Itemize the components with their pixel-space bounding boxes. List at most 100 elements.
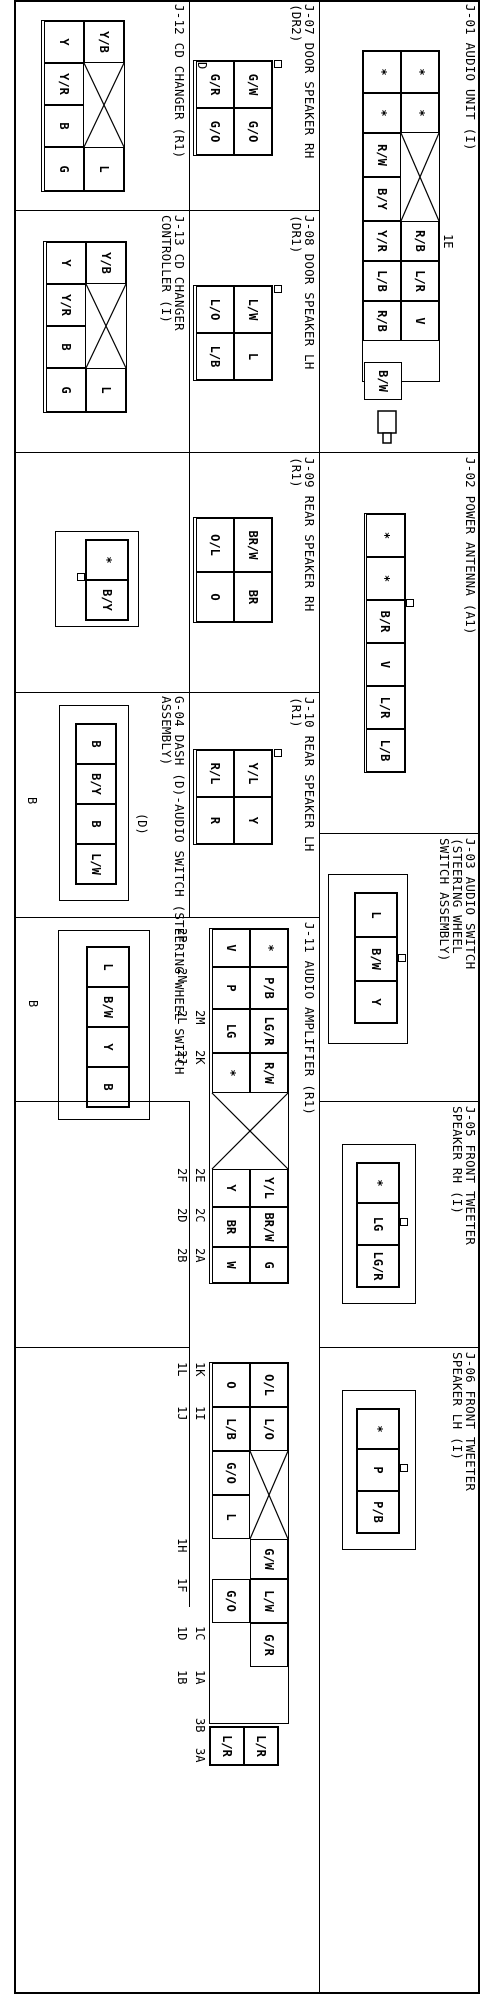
pin: Y [46, 242, 86, 284]
pin: L [86, 368, 126, 412]
connector-j06-inner: * P P/B [356, 1408, 400, 1534]
pin: B/R [366, 600, 405, 643]
pin: R/B [363, 301, 401, 341]
pin: L/R [210, 1727, 244, 1765]
terminal-label: B [25, 797, 39, 805]
pin: L [234, 333, 272, 380]
title-j03: J-03 AUDIO SWITCH (STEERING WHEEL SWITCH… [437, 838, 478, 970]
cell-j12: J-12 CD CHANGER (R1) Y/B Y Y/R B G L [14, 0, 190, 210]
pin: L/O [196, 286, 234, 333]
title-j06: J-06 FRONT TWEETER SPEAKER LH (I) [450, 1352, 478, 1492]
connector-key [400, 1464, 408, 1472]
pin: G/O [196, 108, 234, 155]
pin: BR/W [234, 518, 272, 572]
pin: * [366, 514, 405, 557]
connector-j07: G/W G/R G/O G/O [193, 60, 273, 156]
pin: BR/W [250, 1207, 288, 1247]
pin: * [363, 51, 401, 93]
terminal-label: 1K [193, 1362, 207, 1377]
title-j02: J-02 POWER ANTENNA (A1) [463, 457, 478, 635]
pin: B [76, 804, 116, 844]
pin: Y [355, 981, 397, 1023]
pin: B/Y [363, 177, 401, 221]
pin: * [357, 1163, 399, 1203]
pin: G/O [234, 108, 272, 155]
connector-g04-a-inner: B B/Y B L/W [75, 723, 117, 885]
connector-j12: Y/B Y Y/R B G L [41, 20, 125, 192]
pin: O [196, 572, 234, 622]
pin: L/W [250, 1579, 288, 1623]
pin: Y/R [44, 63, 84, 105]
pin: L [87, 947, 129, 987]
terminal-label: 3B [193, 1718, 207, 1733]
pin: LG/R [250, 1009, 288, 1053]
connector-key [274, 285, 282, 293]
pin: B [46, 326, 86, 368]
cell-j06: J-06 FRONT TWEETER SPEAKER LH (I) * P P/… [320, 1347, 480, 1607]
pin: G [44, 147, 84, 191]
cell-j08: J-08 DOOR SPEAKER LH (DR1) L/W L/O L L/B [190, 210, 320, 452]
connector-j01-a: * * * * R/W B/Y R/B L/R Y/R L/B V R/B [362, 50, 440, 382]
title-j01: J-01 AUDIO UNIT (I) [463, 4, 478, 151]
pin: V [366, 643, 405, 686]
pin: Y/R [363, 221, 401, 261]
pin: L/W [234, 286, 272, 333]
cell-j03: J-03 AUDIO SWITCH (STEERING WHEEL SWITCH… [320, 833, 480, 1101]
pin: * [86, 540, 128, 580]
empty-cavity [83, 62, 125, 148]
title-j07: J-07 DOOR SPEAKER RH (DR2) [289, 4, 317, 159]
pin: V [401, 301, 439, 341]
pin: L/O [250, 1407, 288, 1451]
pin: Y/R [46, 284, 86, 326]
pin: BR [234, 572, 272, 622]
terminal-label: 2A [193, 1248, 207, 1263]
connector-j11-1: O/L L/O G/W L/W G/R O L/B G/O L G/O [209, 1362, 289, 1724]
terminal-label: (D) [135, 813, 149, 835]
title-j05: J-05 FRONT TWEETER SPEAKER RH (I) [450, 1106, 478, 1246]
pin: B [44, 105, 84, 147]
title-j10: J-10 REAR SPEAKER LH (R1) [289, 697, 317, 852]
cell-j07: J-07 DOOR SPEAKER RH (DR2) G/W G/R G/O G… [190, 0, 320, 210]
connector-key [274, 749, 282, 757]
cell-j10: J-10 REAR SPEAKER LH (R1) Y/L R/L Y R [190, 692, 320, 917]
connector-j10: Y/L R/L Y R [193, 749, 273, 845]
pin: R [196, 797, 234, 844]
pin: P [357, 1449, 399, 1491]
title-g04: G-04 DASH (D)-AUDIO SWITCH (STEERING WHE… [159, 696, 187, 1075]
pin: B/W [364, 362, 402, 400]
pin: L/B [212, 1407, 250, 1451]
cell-j13: J-13 CD CHANGER CONTROLLER (I) Y/B Y Y/R… [14, 210, 190, 452]
connector-j02: * * B/R V L/R L/B [364, 513, 406, 773]
pin: B/Y [86, 580, 128, 620]
pin: P/B [357, 1491, 399, 1533]
pin: * [366, 557, 405, 600]
pin: L/W [76, 844, 116, 884]
pin: LG/R [357, 1245, 399, 1287]
connector-j05-inner: * LG LG/R [356, 1162, 400, 1288]
pin: V [212, 929, 250, 967]
terminal-icon [377, 410, 397, 444]
cell-empty-1 [14, 1101, 190, 1347]
pin: Y/L [250, 1169, 288, 1207]
pin: L [84, 147, 124, 191]
connector-key [77, 573, 85, 581]
connector-j11-2: * P/B LG/R R/W Y/L BR/W G V P LG * Y BR … [209, 928, 289, 1284]
connector-g04-b-inner: L B/W Y B [86, 946, 130, 1108]
connector-j08: L/W L/O L L/B [193, 285, 273, 381]
pin: Y [212, 1169, 250, 1207]
connector-key [400, 1218, 408, 1226]
pin: G/O [212, 1579, 250, 1623]
pin: O/L [196, 518, 234, 572]
pin: B/Y [76, 764, 116, 804]
terminal-label: D [195, 62, 209, 70]
pin: * [401, 51, 439, 93]
pin: O/L [250, 1363, 288, 1407]
terminal-label: 1I [193, 1406, 207, 1421]
cell-j02: J-02 POWER ANTENNA (A1) * * B/R V L/R L/… [320, 452, 480, 833]
cell-j13-b: * B/Y [14, 452, 190, 692]
cell-j09: J-09 REAR SPEAKER RH (R1) BR/W O/L BR O [190, 452, 320, 692]
pin: * [212, 1053, 250, 1093]
pin: G/W [234, 61, 272, 108]
pin: Y/B [86, 242, 126, 284]
